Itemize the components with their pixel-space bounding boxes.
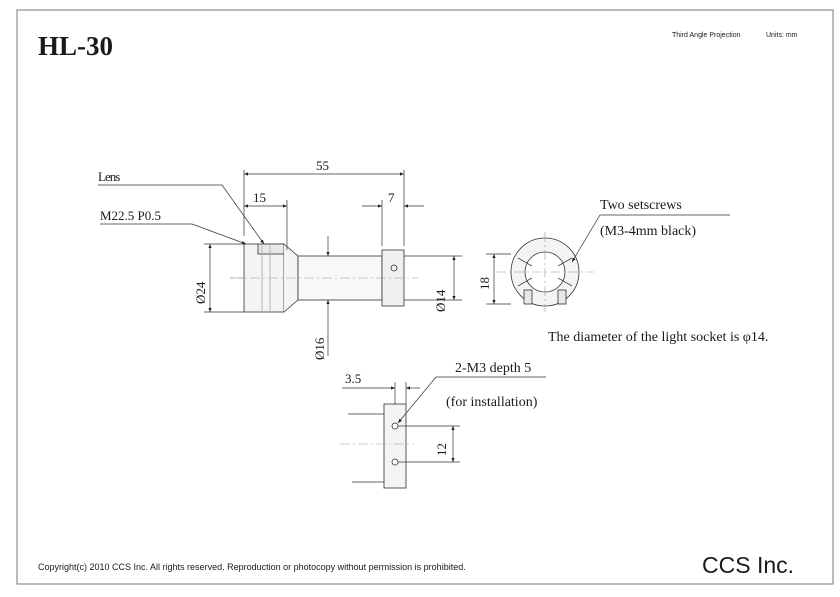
dim-3-5-label: 3.5 [345, 371, 361, 386]
side-view [496, 232, 594, 312]
mount-holes-label: 2-M3 depth 5 [455, 361, 531, 376]
projection-note: Third Angle Projection [672, 32, 741, 39]
mount-block [383, 403, 407, 489]
side-foot-left [523, 289, 533, 305]
lens-leader [98, 184, 265, 245]
dim-end-length [362, 200, 424, 246]
dim-lens-length [244, 200, 288, 250]
dim-18-label: 18 [477, 277, 492, 290]
dim-7-label: 7 [388, 190, 395, 205]
units-note: Units: mm [766, 32, 798, 39]
side-foot-right [557, 289, 567, 305]
setscrew-leader [571, 214, 730, 263]
mount-holes-leader [397, 376, 546, 424]
dim-mount-offset [342, 382, 420, 404]
dim-14-label: Ø14 [433, 289, 448, 312]
setscrew-spec-label: (M3-4mm black) [600, 224, 696, 239]
setscrew-left [517, 257, 533, 287]
mount-hole-top [391, 422, 399, 430]
drawing-border [16, 9, 834, 585]
dim-15-label: 15 [253, 190, 266, 205]
setscrew-right [557, 257, 573, 287]
dim-55-label: 55 [316, 158, 329, 173]
dim-overall-length [243, 170, 405, 246]
setscrew-label: Two setscrews [600, 198, 682, 213]
socket-note: The diameter of the light socket is φ14. [548, 330, 768, 345]
company-name: CCS Inc. [702, 552, 794, 578]
thread-leader [100, 223, 247, 245]
dim-12-label: 12 [434, 443, 449, 456]
dim-24-label: Ø24 [193, 281, 208, 304]
mount-hole-bottom [391, 458, 399, 466]
mount-purpose-label: (for installation) [446, 395, 538, 410]
drawing-title: HL-30 [38, 31, 113, 61]
dim-end-diameter [404, 255, 462, 301]
setscrew-hole [390, 264, 398, 272]
dim-hole-pitch [398, 425, 460, 463]
front-view [230, 243, 418, 313]
dim-lens-diameter [204, 243, 244, 313]
thread-label: M22.5 P0.5 [100, 208, 161, 223]
dim-side-height [486, 253, 511, 305]
dim-16-label: Ø16 [312, 337, 327, 360]
lens-label: Lens [98, 169, 120, 184]
copyright-text: Copyright(c) 2010 CCS Inc. All rights re… [38, 562, 466, 572]
